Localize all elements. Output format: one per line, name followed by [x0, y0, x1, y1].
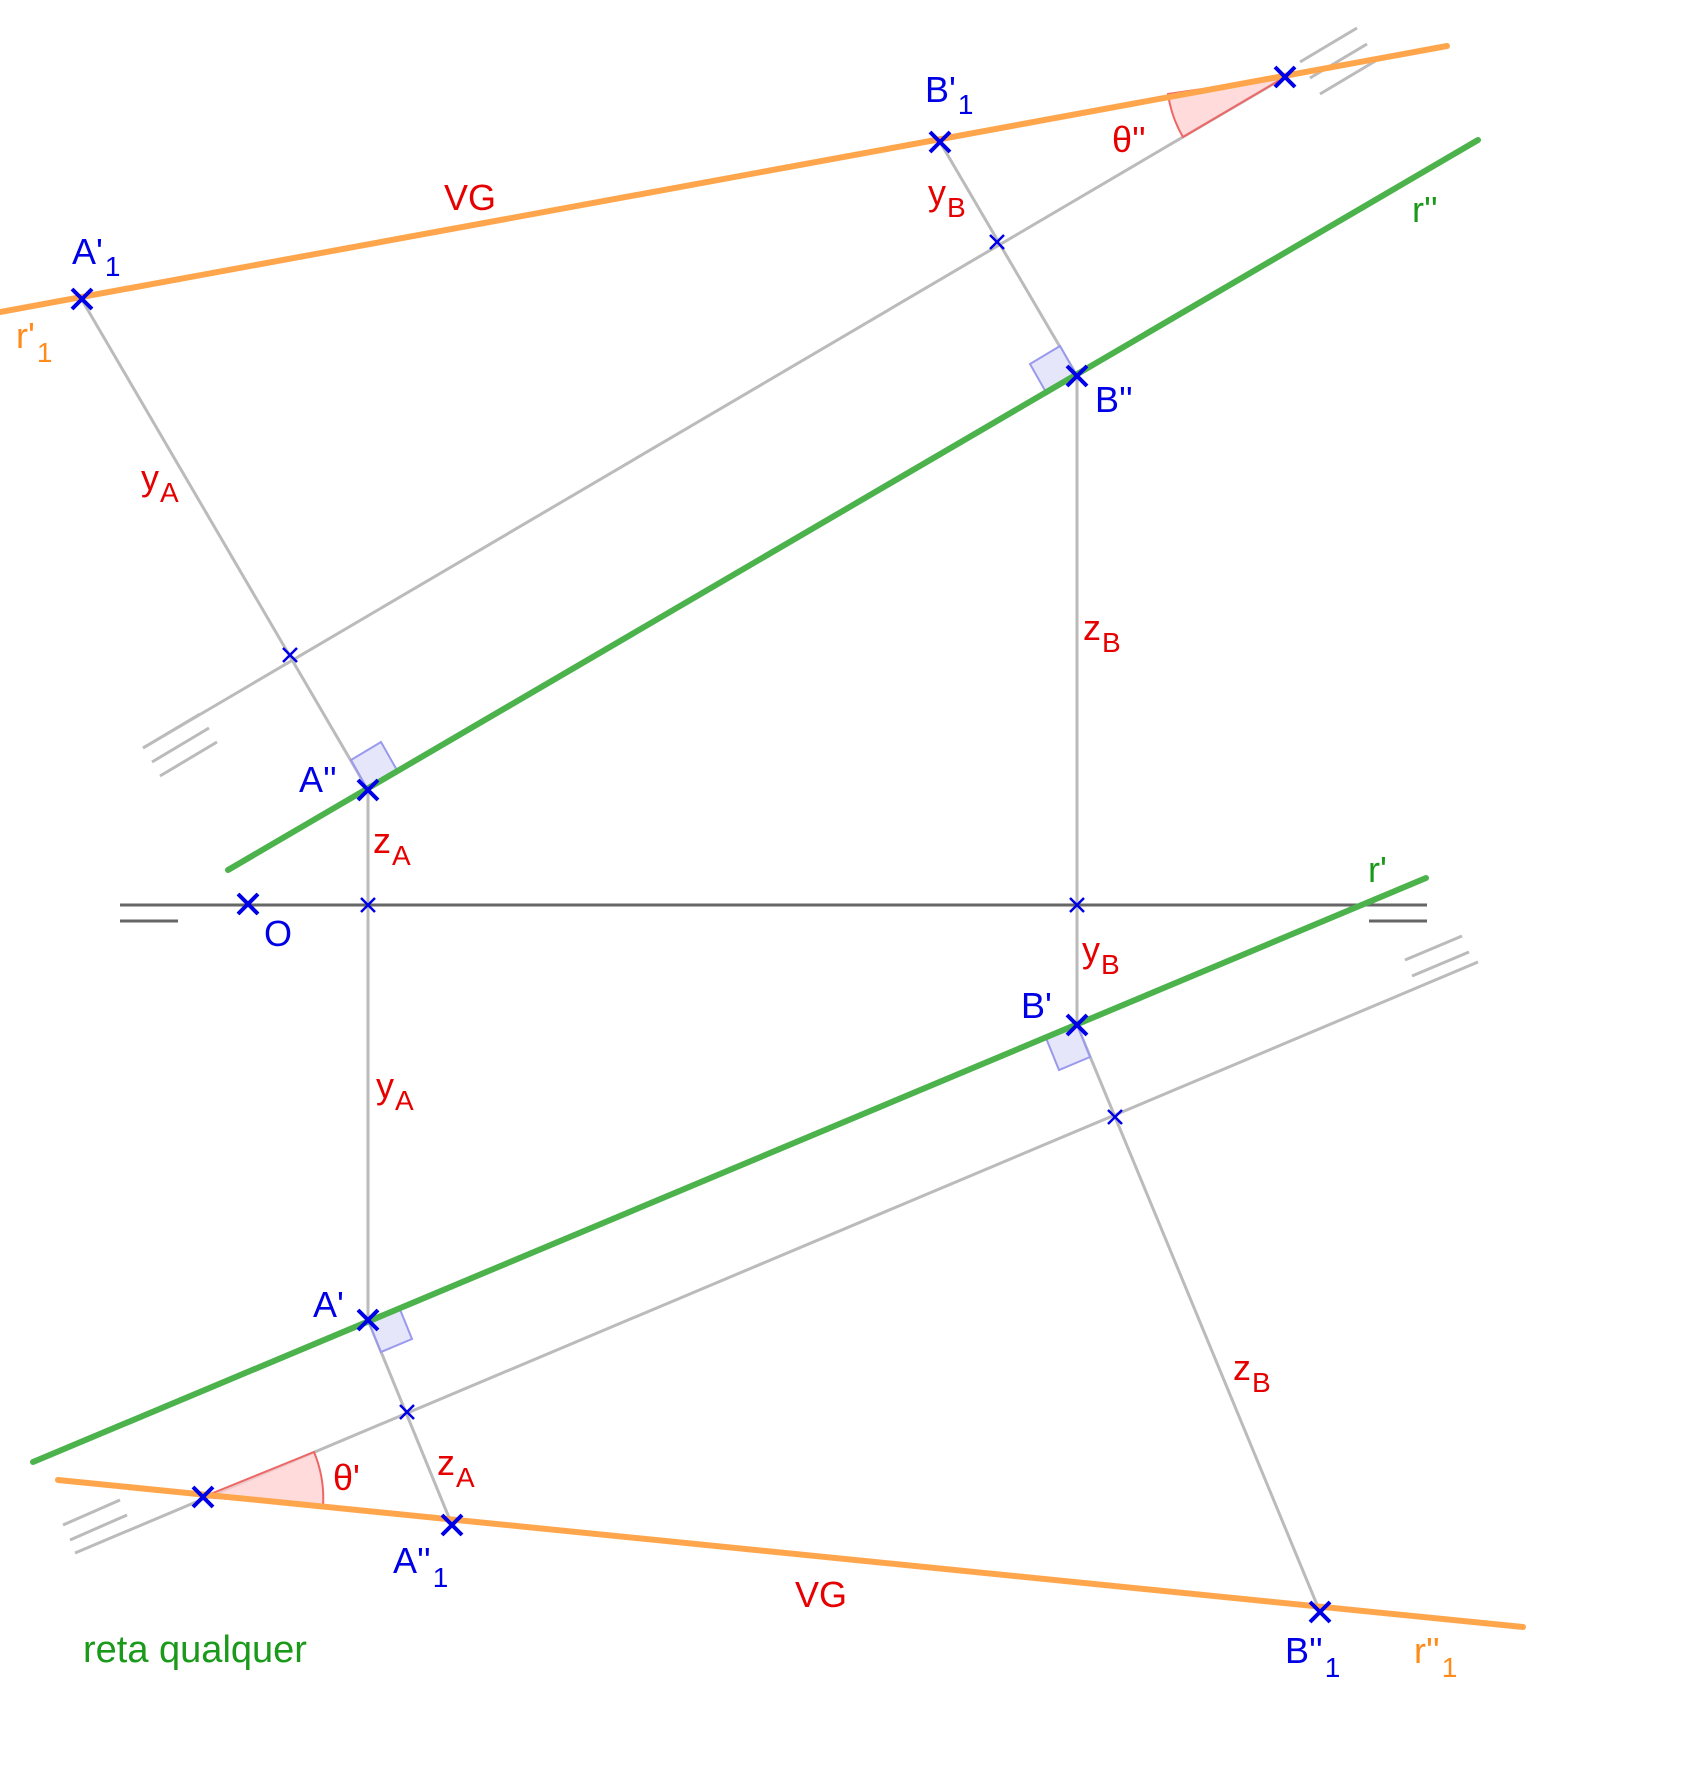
label-theta-prime: θ' — [333, 1457, 360, 1498]
line-r1-double-prime — [55, 1477, 1526, 1630]
point-A-double-prime — [356, 778, 380, 802]
hatch — [1319, 58, 1378, 96]
true-length-lines — [0, 43, 1526, 1630]
label-r-double-prime: r'' — [1412, 189, 1438, 230]
proj-Bp-to-B1pp — [1075, 1024, 1322, 1613]
label-A1-double-prime: A''1 — [393, 1540, 448, 1593]
label-B1-double-prime: B''1 — [1285, 1630, 1340, 1683]
minor-point — [1107, 1109, 1123, 1125]
minor-point — [399, 1404, 415, 1420]
point-top-right — [1273, 65, 1297, 89]
label-B1-prime: B'1 — [925, 69, 973, 120]
label-A-double-prime: A'' — [299, 759, 337, 800]
hatch — [69, 1513, 128, 1542]
line-r-prime — [30, 875, 1429, 1465]
label-B-double-prime: B'' — [1095, 379, 1133, 420]
main-points — [70, 65, 1332, 1624]
label-VG-top: VG — [444, 177, 496, 218]
label-A1-prime: A'1 — [72, 231, 120, 282]
label-zA-bottom: zA — [437, 1442, 475, 1493]
minor-points — [282, 234, 1123, 1420]
label-zB-top: zB — [1083, 607, 1121, 658]
diagram-caption: reta qualquer — [83, 1629, 307, 1671]
point-O — [236, 892, 260, 916]
label-VG-bottom: VG — [795, 1574, 847, 1615]
point-B-prime — [1065, 1013, 1089, 1037]
minor-point — [360, 897, 376, 913]
right-angle-markers — [349, 344, 1092, 1354]
label-yB-top: yB — [928, 172, 966, 223]
point-B-double-prime — [1065, 364, 1089, 388]
hatch — [142, 712, 201, 750]
label-r-prime: r' — [1368, 849, 1387, 890]
proj-B1-to-Bpp — [938, 141, 1079, 377]
minor-point — [1069, 897, 1085, 913]
proj-Ap-to-A1pp — [366, 1319, 454, 1526]
point-B1-double-prime — [1308, 1600, 1332, 1624]
label-zB-bottom: zB — [1233, 1347, 1271, 1398]
label-O: O — [264, 913, 292, 954]
minor-point — [989, 234, 1005, 250]
hatch — [1411, 950, 1470, 978]
construction-lines — [62, 26, 1479, 1613]
label-zA-top: zA — [373, 820, 411, 871]
hatch — [159, 740, 218, 778]
point-bottom-left — [191, 1485, 215, 1509]
hatch — [1404, 934, 1463, 962]
parallel-line-top — [142, 75, 1286, 750]
hatch — [62, 1498, 121, 1527]
point-A1-double-prime — [440, 1513, 464, 1537]
label-yA-top: yA — [141, 457, 179, 508]
point-A1-prime — [70, 287, 94, 311]
minor-point — [282, 647, 298, 663]
point-B1-prime — [928, 130, 952, 154]
line-projections — [30, 137, 1481, 1465]
label-B-prime: B' — [1021, 985, 1052, 1026]
label-r1-double-prime: r''1 — [1414, 1630, 1457, 1683]
label-r1-prime: r'1 — [16, 315, 52, 368]
label-A-prime: A' — [313, 1284, 344, 1325]
line-r-double-prime — [225, 137, 1481, 873]
label-yB-bottom: yB — [1082, 929, 1120, 980]
label-theta-double-prime: θ'' — [1112, 119, 1146, 160]
labels: A'1 B'1 B'' A'' O B' A' A''1 B''1 VG θ''… — [16, 69, 1457, 1683]
point-A-prime — [356, 1308, 380, 1332]
label-yA-bottom: yA — [376, 1065, 414, 1116]
line-r1-prime — [0, 43, 1450, 315]
hatch — [151, 726, 210, 764]
proj-A1-to-App — [80, 299, 370, 791]
hatch — [1299, 26, 1358, 64]
ground-line — [120, 903, 1427, 923]
